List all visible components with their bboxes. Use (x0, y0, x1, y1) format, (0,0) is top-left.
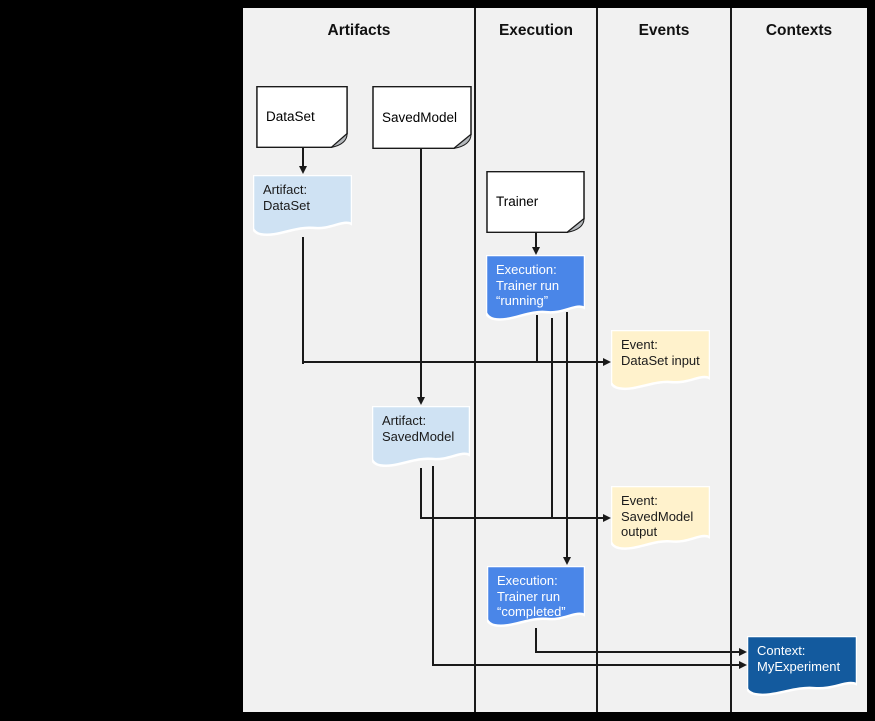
edge-completed-to-context (535, 651, 740, 653)
node-execution-running: Execution: Trainer run “running” (486, 255, 585, 323)
node-label: DataSet (266, 109, 315, 125)
node-savedmodel: SavedModel (372, 86, 472, 149)
node-label: Event: DataSet input (621, 337, 700, 368)
node-label: Artifact: SavedModel (382, 413, 455, 444)
edge-running-to-completed (566, 312, 568, 557)
arrowhead-right-icon (603, 513, 611, 522)
document-shape-icon (486, 171, 585, 233)
column-divider (596, 8, 598, 712)
node-label: Artifact: DataSet (263, 182, 310, 213)
flag-shape-icon (611, 486, 710, 552)
edge-artifact-savedmodel-down2 (432, 466, 434, 666)
document-shape-icon (372, 86, 472, 149)
document-shape-icon (256, 86, 348, 148)
node-execution-completed: Execution: Trainer run “completed” (487, 566, 585, 629)
flag-shape-icon (486, 255, 585, 323)
node-artifact-savedmodel: Artifact: SavedModel (372, 406, 470, 469)
arrowhead-right-icon (739, 660, 747, 669)
flag-shape-icon (747, 636, 857, 698)
arrowhead-right-icon (739, 647, 747, 656)
arrowhead-down-icon (416, 397, 425, 405)
edge-running-to-input-event (536, 315, 538, 363)
arrowhead-right-icon (603, 357, 611, 366)
node-label: SavedModel (382, 109, 458, 125)
edge-artifact-savedmodel-to-context (432, 664, 740, 666)
edge-completed-down (535, 628, 537, 653)
diagram-canvas: Artifacts Execution Events Contexts Data… (243, 8, 867, 712)
node-context-myexperiment: Context: MyExperiment (747, 636, 857, 698)
node-artifact-dataset: Artifact: DataSet (253, 175, 352, 238)
node-event-savedmodel-output: Event: SavedModel output (611, 486, 710, 552)
node-event-dataset-input: Event: DataSet input (611, 330, 710, 392)
node-trainer: Trainer (486, 171, 585, 233)
column-divider (474, 8, 476, 712)
arrowhead-down-icon (298, 166, 307, 174)
column-header-events: Events (638, 22, 690, 39)
column-divider (730, 8, 732, 712)
column-header-artifacts: Artifacts (327, 22, 391, 39)
column-header-contexts: Contexts (765, 22, 833, 39)
node-label: Execution: Trainer run “completed” (497, 573, 566, 619)
edge-artifact-savedmodel-down1 (420, 468, 422, 519)
flag-shape-icon (611, 330, 710, 392)
edge-artifact-dataset-down (302, 237, 304, 364)
edge-savedmodel-to-artifact (420, 149, 422, 397)
node-label: Execution: Trainer run “running” (496, 262, 560, 308)
column-header-execution: Execution (498, 22, 574, 39)
arrowhead-down-icon (531, 247, 540, 255)
edge-trainer-to-running (535, 233, 537, 247)
node-label: Event: SavedModel output (621, 493, 694, 539)
flag-shape-icon (487, 566, 585, 629)
flag-shape-icon (372, 406, 470, 469)
node-dataset: DataSet (256, 86, 348, 148)
flag-shape-icon (253, 175, 352, 238)
edge-dataset-to-artifact (302, 148, 304, 166)
edge-running-to-output-event (551, 318, 553, 519)
edge-to-event-dataset-input (302, 361, 604, 363)
edge-to-event-savedmodel-output (420, 517, 604, 519)
node-label: Trainer (496, 194, 539, 210)
arrowhead-down-icon (562, 557, 571, 565)
node-label: Context: MyExperiment (757, 643, 841, 674)
